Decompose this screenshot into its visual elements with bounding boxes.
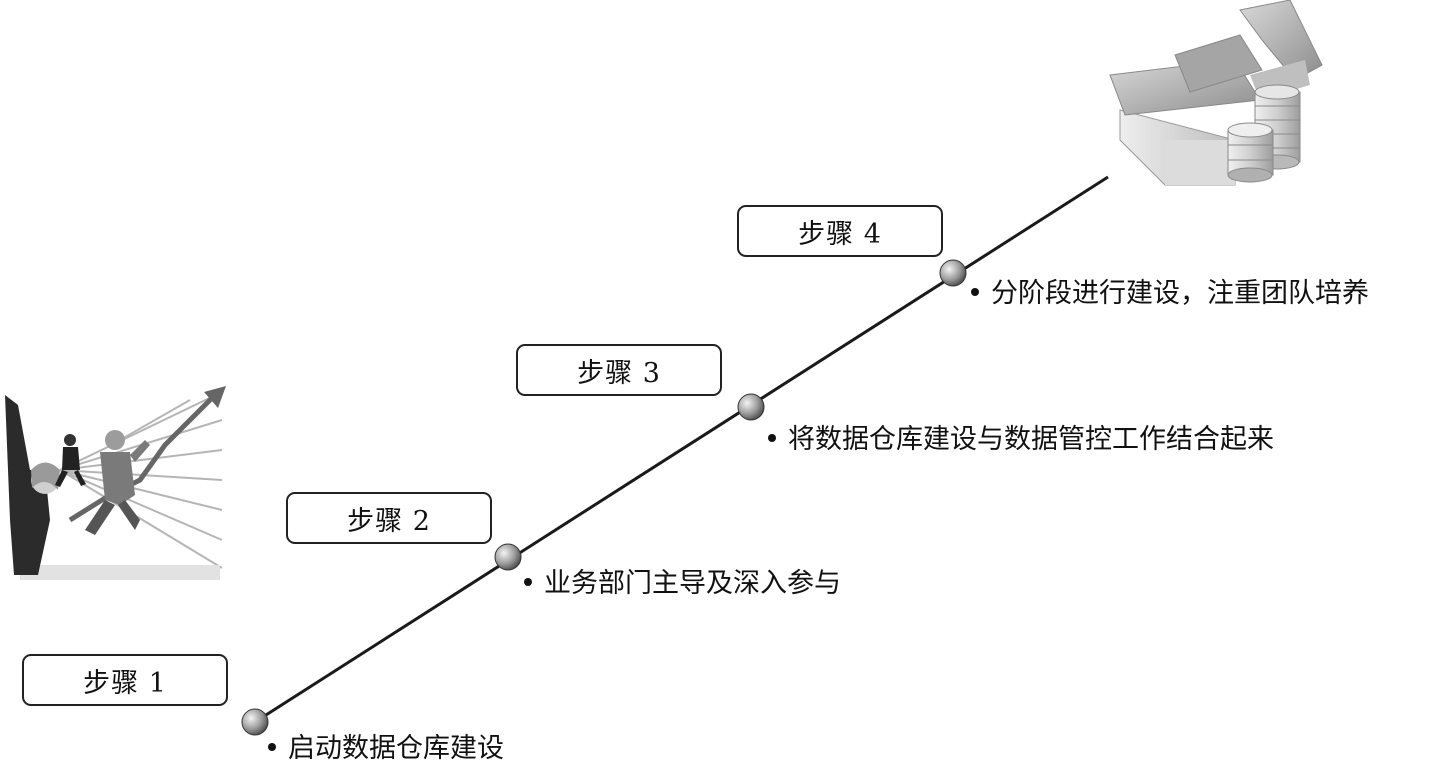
step-4-box: 步骤 4 bbox=[737, 205, 943, 257]
step-3-box: 步骤 3 bbox=[516, 344, 722, 396]
bullet-icon bbox=[268, 742, 276, 751]
step-2-description: 业务部门主导及深入参与 bbox=[524, 570, 841, 597]
step-2-label: 步骤 2 bbox=[347, 505, 431, 537]
step-1-description: 启动数据仓库建设 bbox=[268, 735, 504, 762]
bullet-icon bbox=[971, 287, 979, 296]
step-4-label: 步骤 4 bbox=[798, 218, 882, 250]
step-1-box: 步骤 1 bbox=[22, 654, 228, 706]
timeline-line bbox=[254, 175, 1109, 724]
step-2-node bbox=[494, 543, 522, 571]
step-3-description: 将数据仓库建设与数据管控工作结合起来 bbox=[768, 426, 1274, 453]
bullet-icon bbox=[768, 433, 776, 442]
step-4-node bbox=[939, 259, 967, 287]
house-with-coins-illustration bbox=[1109, 0, 1323, 186]
step-1-label: 步骤 1 bbox=[83, 667, 167, 699]
step-1-node bbox=[241, 708, 269, 736]
step-3-node bbox=[737, 393, 765, 421]
step-3-label: 步骤 3 bbox=[577, 357, 661, 389]
step-4-description: 分阶段进行建设，注重团队培养 bbox=[971, 280, 1369, 307]
bullet-icon bbox=[524, 577, 532, 586]
step-2-box: 步骤 2 bbox=[286, 492, 492, 544]
business-people-growth-illustration bbox=[5, 386, 226, 580]
